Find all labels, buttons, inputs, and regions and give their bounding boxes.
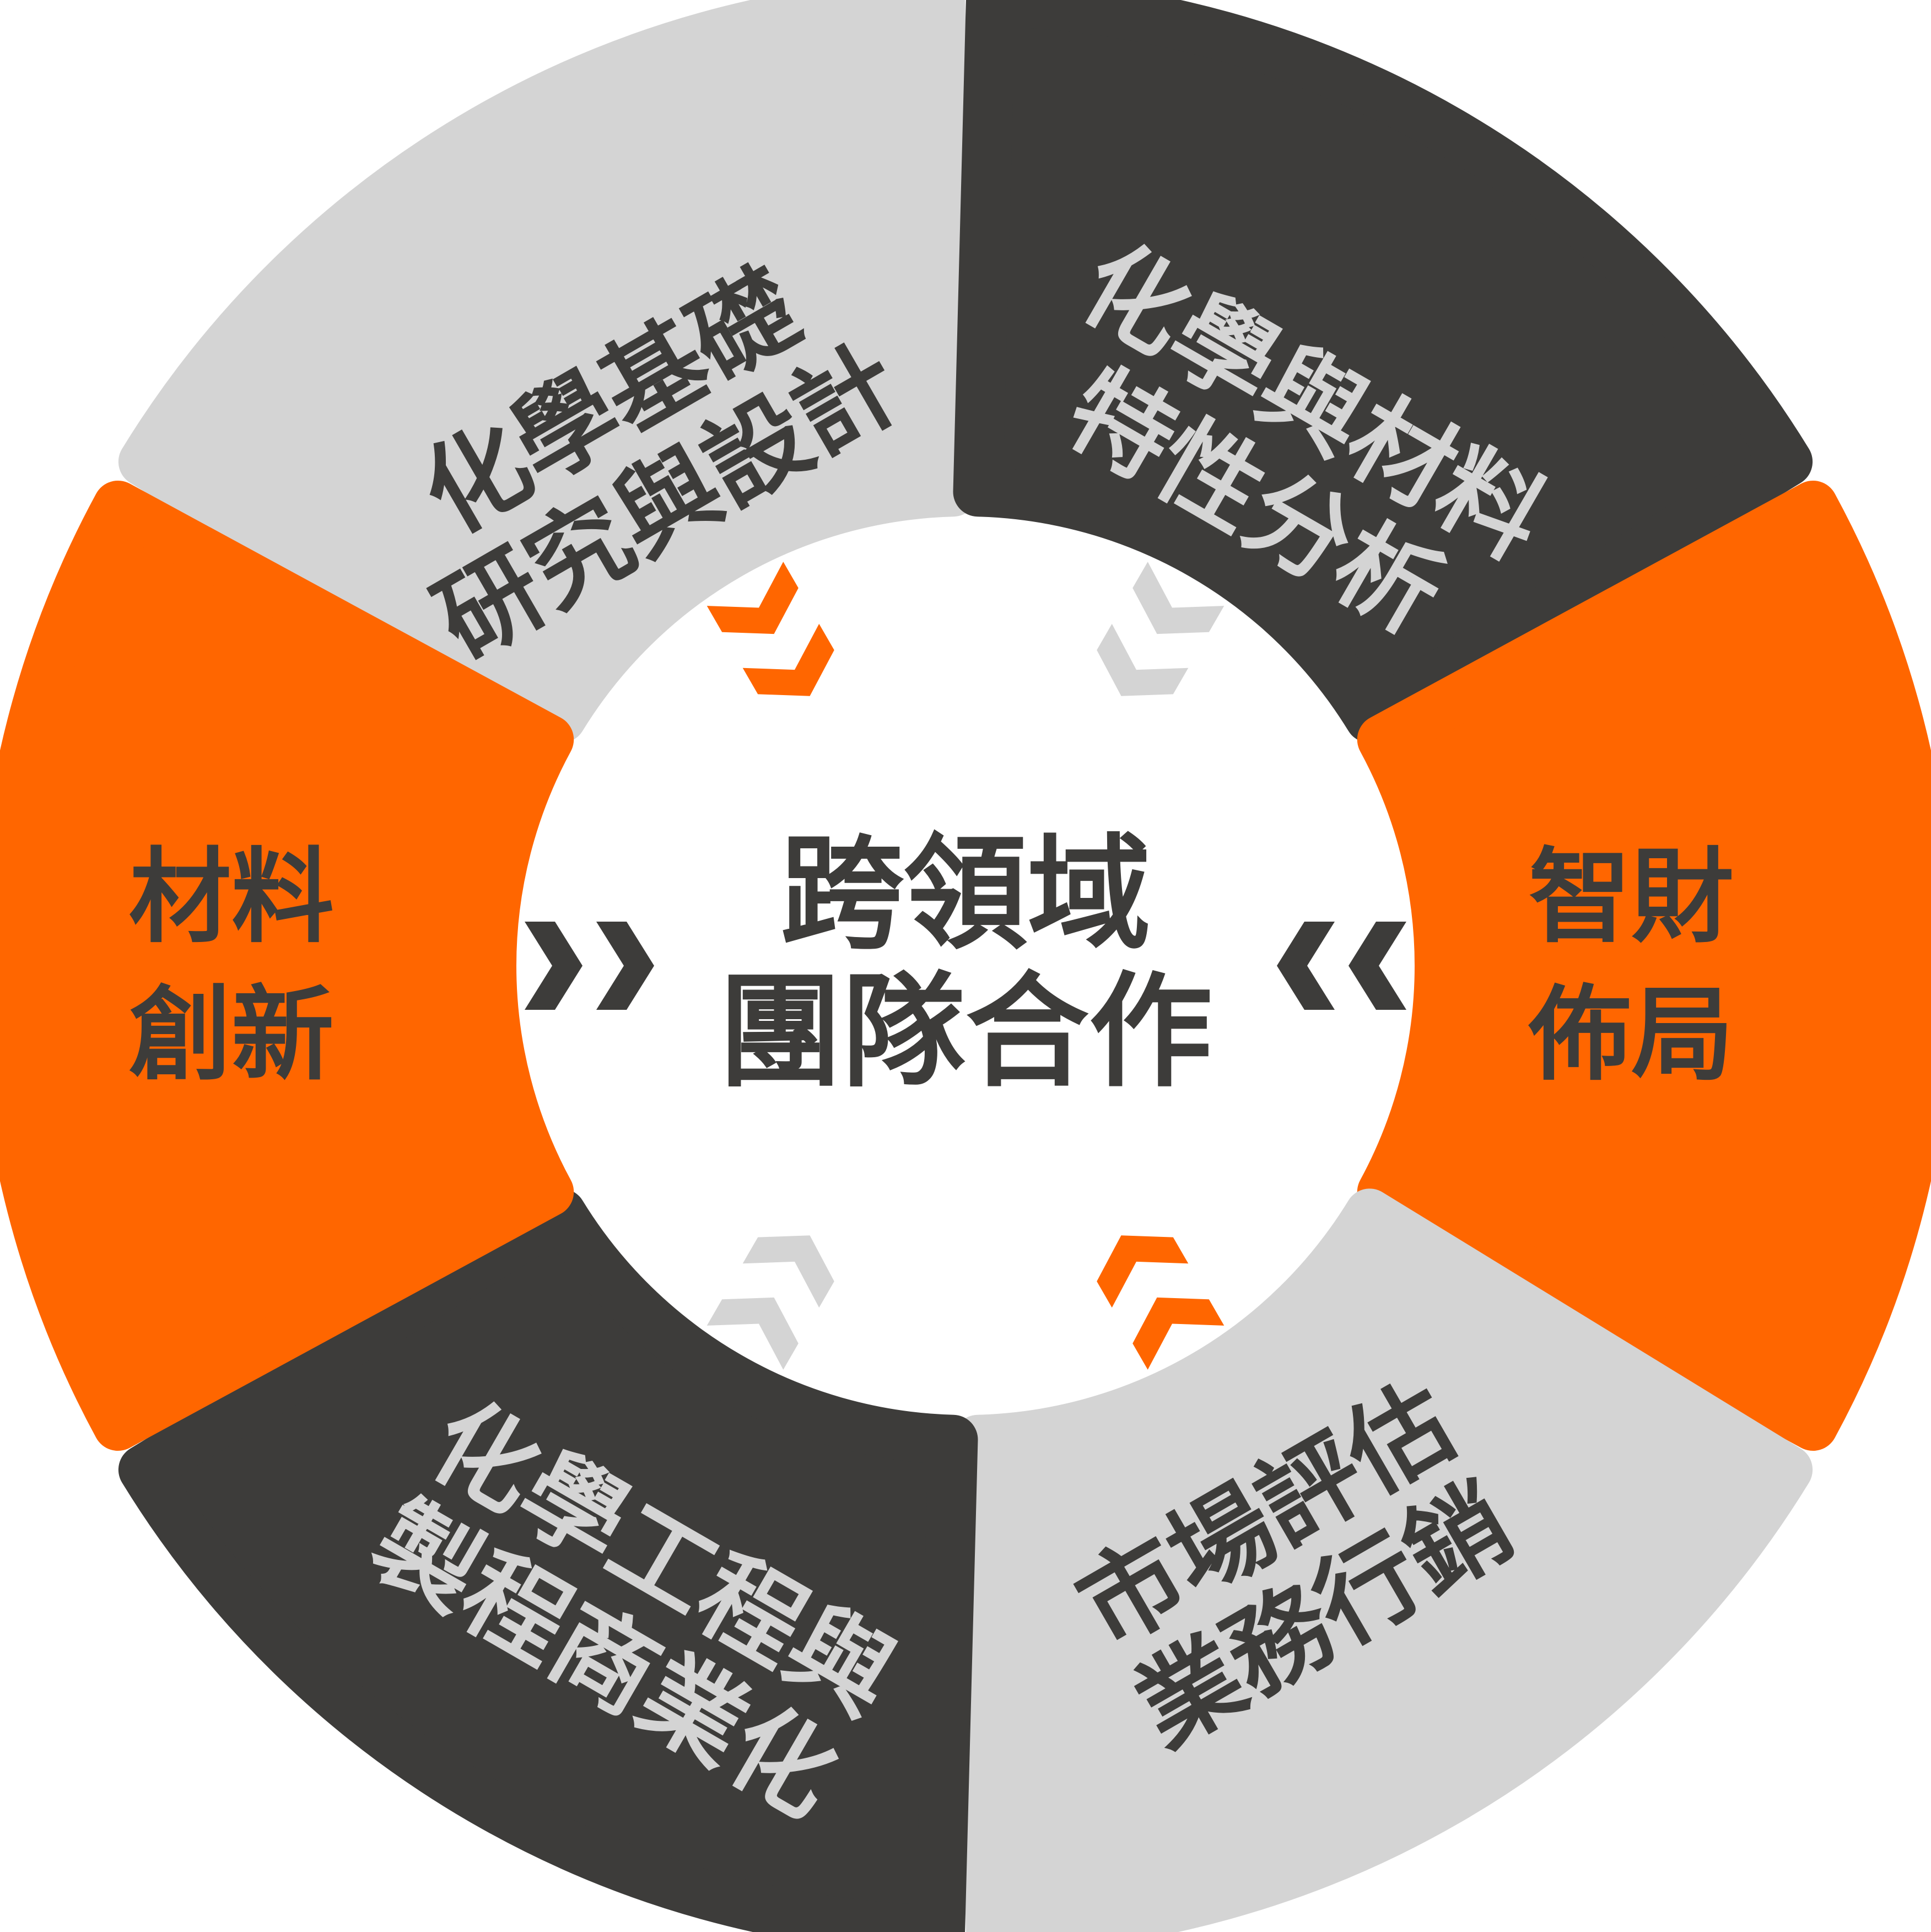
arrow-bottom-right-icon [1097,1235,1225,1370]
arrow-top-right-chevron-outer [1132,562,1225,634]
segment-right-line1: 智財 [1529,837,1734,957]
arrow-left-chevron-inner [596,922,654,1010]
arrow-right-icon [1277,922,1406,1010]
segment-right-line2: 佈局 [1528,975,1734,1095]
segment-bottom-left-shape [118,1188,978,1932]
segment-left-line1: 材料 [129,837,334,957]
arrow-left-icon [525,922,654,1010]
arrow-bottom-left-chevron-inner [742,1235,834,1308]
segment-bottom-right-shape [953,1188,1813,1932]
segment-left-shape [0,480,574,1451]
arrow-bottom-right-chevron-inner [1097,1235,1189,1308]
arrow-bottom-left-icon [706,1235,834,1370]
arrow-top-left-chevron-outer [706,562,799,634]
segment-right-shape [1357,480,1931,1451]
center-title: 跨領域 團隊合作 [719,822,1212,1104]
segment-top-left-shape [118,0,978,743]
arrow-right-chevron-outer [1349,922,1406,1010]
arrow-top-right-chevron-inner [1097,623,1189,696]
segment-left-label: 材料 創新 [129,837,334,1095]
arrow-top-left-chevron-inner [742,623,834,696]
arrow-bottom-right-chevron-outer [1132,1297,1225,1370]
arrow-right-chevron-inner [1277,922,1335,1010]
center-line1: 跨領域 [780,822,1151,966]
arrow-top-right-icon [1097,562,1225,696]
arrow-top-left-icon [706,562,834,696]
center-line2: 團隊合作 [719,960,1212,1104]
arrow-left-chevron-outer [525,922,582,1010]
segment-top-right-shape [953,0,1813,743]
segment-right-label: 智財 佈局 [1528,837,1734,1095]
arrow-bottom-left-chevron-outer [706,1297,799,1370]
segment-left-line2: 創新 [129,975,334,1095]
